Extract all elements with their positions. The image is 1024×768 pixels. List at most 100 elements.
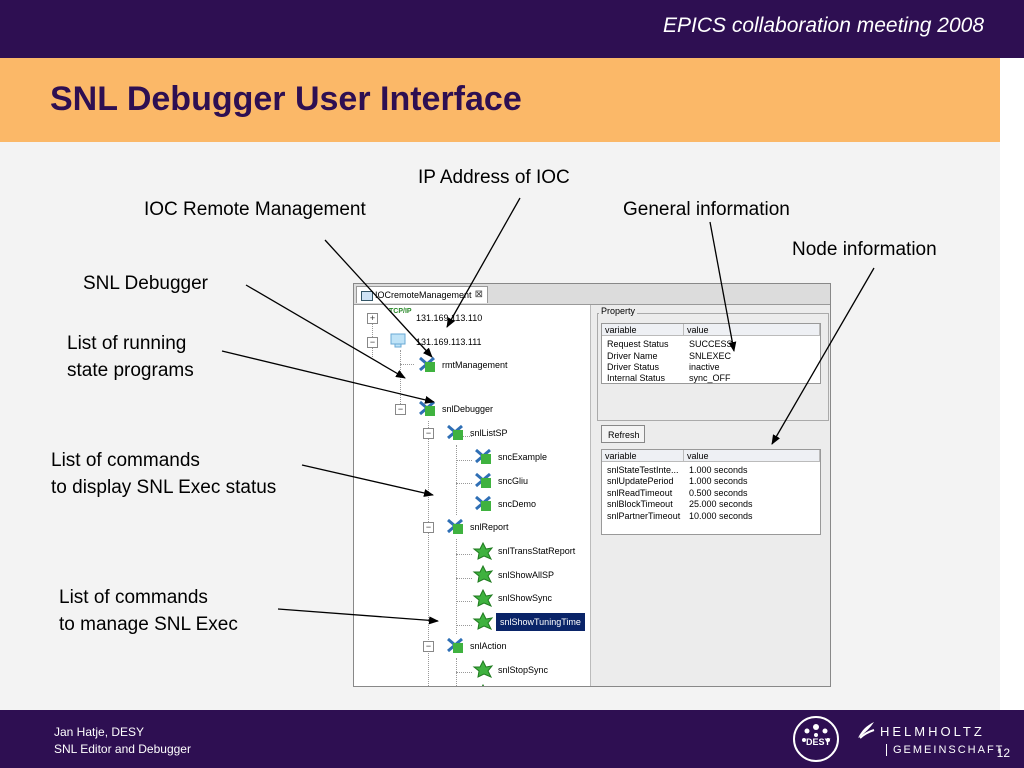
right-margin-strip (1000, 58, 1024, 710)
tree-item-snl-debugger[interactable]: snlDebugger (442, 404, 494, 414)
tab-bar: IOCremoteManagement ⊠ (354, 284, 830, 305)
header-bar (0, 0, 1024, 58)
blue-cross-node-icon (475, 472, 491, 488)
tab-ioc-remote-management[interactable]: IOCremoteManagement ⊠ (356, 286, 488, 303)
tree-item-report-command[interactable]: snlShowSync (498, 593, 553, 603)
table-cell: SNLEXEC (689, 351, 732, 361)
label-exec-status-2: to display SNL Exec status (51, 477, 277, 498)
table-cell: snlUpdatePeriod (607, 476, 674, 486)
tree-line (400, 364, 414, 365)
tree-line (456, 601, 472, 602)
footer-bar (0, 710, 1024, 768)
network-icon (390, 333, 406, 348)
tree-line (456, 554, 472, 555)
table-cell: Driver Name (607, 351, 658, 361)
green-command-icon (472, 659, 494, 678)
window-icon (361, 291, 373, 301)
column-header-value[interactable]: value (684, 324, 820, 336)
green-command-icon (472, 611, 494, 630)
table-cell: snlReadTimeout (607, 488, 673, 498)
blue-cross-node-icon (419, 400, 435, 416)
desy-logo-text: DESY (806, 737, 831, 747)
tree-line (456, 539, 457, 634)
tree-line (456, 625, 472, 626)
tab-label: IOCremoteManagement (375, 290, 472, 300)
label-remote-management: IOC Remote Management (144, 199, 366, 220)
helmholtz-subword: GEMEINSCHAFT (886, 744, 1004, 756)
tree-item-state-program[interactable]: sncGliu (498, 476, 529, 486)
property-legend: Property (599, 306, 638, 316)
close-icon[interactable]: ⊠ (474, 289, 483, 300)
label-snl-debugger: SNL Debugger (83, 273, 208, 294)
tree-item-snl-list-sp[interactable]: snlListSP (470, 428, 508, 438)
refresh-button[interactable]: Refresh (601, 425, 645, 443)
page-number: 12 (996, 746, 1010, 760)
table-cell: Driver Status (607, 362, 660, 372)
green-command-icon (472, 541, 494, 560)
helmholtz-wordmark: HELMHOLTZ (880, 724, 985, 739)
tree-item-report-command[interactable]: snlShowAllSP (498, 570, 555, 580)
tree-item-snl-action[interactable]: snlAction (470, 641, 507, 651)
blue-cross-node-icon (447, 424, 463, 440)
table-cell: snlStateTestInte... (607, 465, 679, 475)
table-cell: 0.500 seconds (689, 488, 748, 498)
tree-item-action-command[interactable]: snlStopSync (498, 665, 549, 675)
column-header-variable[interactable]: variable (602, 324, 684, 336)
node-info-table: variable value snlStateTestInte... 1.000… (601, 449, 821, 535)
slide-title: SNL Debugger User Interface (50, 80, 522, 118)
label-ip-address: IP Address of IOC (418, 167, 570, 188)
blue-cross-node-icon (419, 356, 435, 372)
table-cell: snlPartnerTimeout (607, 511, 681, 521)
desy-logo-dots (802, 724, 830, 742)
tree-item-action-command[interactable]: snlStartSync (498, 685, 549, 686)
table-cell: Internal Status (607, 373, 666, 383)
tree-line (456, 672, 472, 673)
tree-item-state-program[interactable]: sncDemo (498, 499, 537, 509)
tree-item-ip-110[interactable]: 131.169.113.110 (416, 313, 483, 323)
collapse-toggle[interactable]: − (395, 404, 406, 415)
expand-toggle[interactable]: + (367, 313, 378, 324)
label-general-information: General information (623, 199, 790, 220)
conference-title: EPICS collaboration meeting 2008 (662, 14, 984, 37)
green-command-icon (472, 564, 494, 583)
green-command-icon (481, 683, 485, 686)
green-command-icon (472, 588, 494, 607)
table-cell: Request Status (607, 339, 669, 349)
ioc-remote-management-window: IOCremoteManagement ⊠ + TCP/IP 131.169.1… (353, 283, 831, 687)
helmholtz-logo-icon (858, 722, 875, 739)
table-cell: snlBlockTimeout (607, 499, 673, 509)
desy-logo-icon (793, 716, 839, 762)
collapse-toggle[interactable]: − (423, 428, 434, 439)
blue-cross-node-icon (447, 637, 463, 653)
label-running-programs-1: List of running (67, 333, 187, 354)
label-running-programs-2: state programs (67, 360, 194, 381)
tree-item-report-command[interactable]: snlTransStatReport (498, 546, 576, 556)
table-cell: 1.000 seconds (689, 465, 748, 475)
collapse-toggle[interactable]: − (423, 641, 434, 652)
table-cell: SUCCESS (689, 339, 733, 349)
blue-cross-node-icon (475, 448, 491, 464)
column-header-variable[interactable]: variable (602, 450, 684, 462)
collapse-toggle[interactable]: − (367, 337, 378, 348)
general-info-table: variable value Request Status SUCCESS Dr… (601, 323, 821, 384)
label-exec-status-1: List of commands (51, 450, 200, 471)
collapse-toggle[interactable]: − (423, 522, 434, 533)
table-cell: inactive (689, 362, 720, 372)
tree-item-snl-report[interactable]: snlReport (470, 522, 509, 532)
table-cell: 10.000 seconds (689, 511, 753, 521)
footer-author: Jan Hatje, DESY (54, 725, 145, 739)
table-cell: 25.000 seconds (689, 499, 753, 509)
property-pane: Property variable value Request Status S… (590, 305, 830, 686)
tree-item-rmt-management[interactable]: rmtManagement (442, 360, 508, 370)
table-cell: sync_OFF (689, 373, 731, 383)
tree-item-selected-command[interactable]: snlShowTuningTime (496, 613, 585, 631)
tree-item-ip-111[interactable]: 131.169.113.111 (416, 337, 482, 347)
tree-line (456, 460, 472, 461)
column-header-value[interactable]: value (684, 450, 820, 462)
tree-item-state-program[interactable]: sncExample (498, 452, 548, 462)
label-node-information: Node information (792, 239, 937, 260)
blue-cross-node-icon (475, 495, 491, 511)
tree-line (400, 350, 401, 410)
tree-line (428, 421, 429, 686)
tree-view: + TCP/IP 131.169.113.110 − 131.169.113.1… (354, 305, 590, 686)
